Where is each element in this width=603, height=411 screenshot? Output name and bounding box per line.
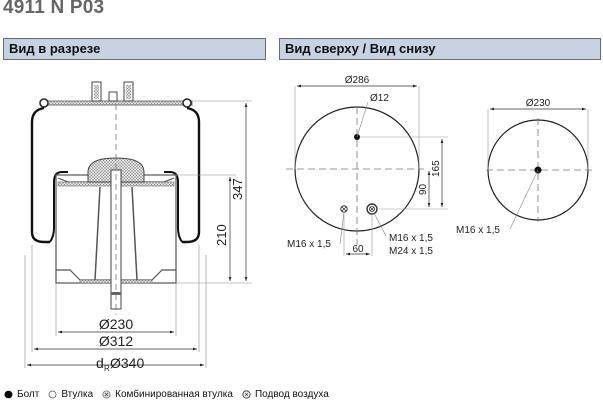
dim-diameter-piston: Ø230 — [99, 316, 133, 332]
product-title: 4911 N P03 — [3, 0, 105, 18]
dim-diameter-max: Ø340 — [110, 355, 144, 371]
legend-label-bushing: Втулка — [61, 389, 94, 400]
legend-item-air-inlet: Подвод воздуха — [242, 389, 329, 400]
air-inlet-icon — [242, 390, 251, 399]
bolt-icon — [4, 390, 13, 399]
dim-hole-diameter: Ø12 — [370, 93, 389, 104]
label-right-thread-2: M24 x 1,5 — [389, 246, 433, 257]
dim-height-piston: 210 — [214, 224, 229, 246]
dim-height-total: 347 — [230, 178, 245, 200]
legend-item-combined-bushing: Комбинированная втулка — [102, 389, 233, 400]
legend: Болт Втулка Комбинированная втулка Подво… — [4, 389, 338, 400]
dim-offset-90: 90 — [418, 183, 429, 195]
dim-bottom-diameter: Ø230 — [526, 98, 551, 109]
legend-label-combined-bushing: Комбинированная втулка — [115, 389, 233, 400]
label-bottom-thread: M16 x 1,5 — [456, 225, 500, 236]
dim-offset-165: 165 — [431, 160, 442, 177]
combined-bushing-icon — [102, 390, 111, 399]
bellow-left — [30, 106, 50, 244]
bellow-right — [182, 106, 201, 244]
section-header-cross-section: Вид в разрезе — [3, 38, 266, 60]
legend-item-bushing: Втулка — [48, 389, 93, 400]
dim-diameter-bellow: Ø312 — [99, 333, 133, 349]
legend-label-bolt: Болт — [17, 389, 40, 400]
dim-diameter-max-sub: R — [104, 364, 110, 373]
label-right-thread-1: M16 x 1,5 — [389, 233, 433, 244]
top-view-drawing: Ø286 Ø12 165 90 60 M16 x 1,5 M16 x 1,5 M… — [286, 75, 448, 257]
legend-label-air-inlet: Подвод воздуха — [254, 389, 329, 400]
cross-section-drawing: 347 210 Ø230 Ø312 d R Ø340 — [24, 81, 252, 373]
dim-top-diameter: Ø286 — [345, 75, 370, 86]
dim-diameter-max-prefix: d — [96, 355, 104, 371]
air-inlet — [108, 91, 118, 102]
section-header-top-bottom-view: Вид сверху / Вид снизу — [279, 38, 601, 60]
dim-spacing: 60 — [352, 244, 364, 255]
bushing-icon — [48, 390, 57, 399]
legend-item-bolt: Болт — [4, 389, 39, 400]
label-left-thread: M16 x 1,5 — [287, 239, 331, 250]
bottom-view-drawing: Ø230 M16 x 1,5 — [456, 98, 596, 236]
